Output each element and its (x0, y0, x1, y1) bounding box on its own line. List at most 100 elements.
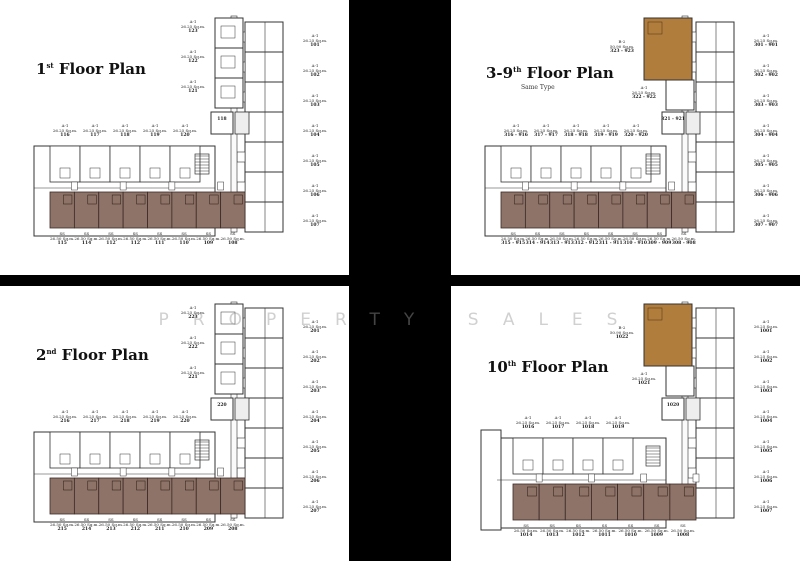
unit-area: 26.25 Sq.m. (753, 323, 779, 329)
unit-number: 1013 (545, 533, 559, 539)
unit-number: 306 - 906 (754, 193, 778, 199)
unit-area: 26.25 Sq.m. (180, 309, 206, 315)
unit-room (244, 141, 284, 173)
title-suffix: nd (46, 347, 57, 356)
unit-area: 26.50 Sq.m. (98, 521, 124, 527)
brown-unit-room (622, 191, 648, 229)
unit-type: A-1 (311, 123, 319, 128)
unit-type: A-1 (121, 123, 129, 128)
unit-type: A-1 (189, 305, 197, 310)
unit-number: 220 (180, 419, 190, 425)
unit-number: 114 (81, 241, 92, 247)
unit-number: 103 (310, 103, 320, 109)
unit-area: 26.50 Sq.m. (622, 235, 648, 241)
unit-area: 26.50 Sq.m. (549, 235, 575, 241)
unit-area: 26.50 Sq.m. (123, 235, 148, 241)
unit-area: 26.25 Sq.m. (180, 23, 206, 29)
unit-type: A-1 (311, 213, 319, 218)
unit-number: 310 - 910 (623, 241, 647, 247)
floor-plan-title: 10th Floor Plan (487, 358, 609, 376)
unit-number: 201 (310, 329, 320, 335)
unit-number: 208 (228, 527, 238, 533)
unit-type: A-1 (311, 63, 319, 68)
unit-area: 26.50 Sq.m. (647, 235, 672, 241)
unit-type: A-1 (762, 439, 770, 444)
unit-number: 115 (57, 241, 67, 247)
unit-area: 26.50 Sq.m. (592, 527, 617, 533)
unit-type: A-1 (762, 499, 770, 504)
unit-type: A-1 (311, 319, 319, 324)
unit-number: 309 - 909 (647, 241, 672, 247)
title-text: Floor Plan (53, 60, 146, 78)
unit-number: 1004 (759, 419, 773, 425)
unit-type: SS (132, 231, 139, 236)
brown-unit-room (171, 191, 197, 229)
unit-type: A-1 (762, 93, 770, 98)
unit-type: SS (583, 231, 590, 236)
unit-area: 26.50 Sq.m. (670, 527, 696, 533)
unit-number: 301 - 901 (754, 43, 778, 49)
unit-type: SS (654, 523, 660, 528)
unit-room (244, 427, 284, 459)
unit-number: 205 (310, 449, 320, 455)
unit-area: 26.25 Sq.m. (503, 127, 529, 133)
unit-area: 26.25 Sq.m. (302, 503, 328, 509)
brown-unit-room (122, 477, 148, 515)
unit-area: 26.25 Sq.m. (753, 473, 779, 479)
brown-unit-room (122, 191, 148, 229)
unit-area: 26.25 Sq.m. (302, 473, 328, 479)
unit-area: 26.25 Sq.m. (302, 323, 328, 329)
unit-type: A-1 (91, 123, 99, 128)
unit-area: 26.50 Sq.m. (513, 527, 539, 533)
brown-unit-room (73, 191, 100, 229)
unit-type: A-1 (311, 183, 319, 188)
corner-unit-label: 321 - 921 (661, 117, 685, 122)
unit-area: 26.50 Sq.m. (147, 521, 172, 527)
unit-number: 1016 (521, 425, 535, 431)
unit-type: A-1 (189, 335, 197, 340)
unit-number: 206 (310, 479, 320, 485)
unit-area: 26.25 Sq.m. (575, 419, 601, 425)
unit-type: SS (108, 231, 114, 236)
unit-number: 123 (188, 29, 198, 35)
unit-type: A-1 (311, 439, 319, 444)
unit-number: 107 (310, 223, 320, 229)
unit-area: 26.25 Sq.m. (302, 67, 328, 73)
unit-area: 26.25 Sq.m. (302, 187, 328, 193)
floor-plan-drawing (33, 15, 284, 237)
unit-type: A-1 (762, 153, 770, 158)
unit-area: 26.25 Sq.m. (302, 157, 328, 163)
unit-area: 26.25 Sq.m. (180, 53, 206, 59)
unit-area: 26.50 Sq.m. (566, 527, 591, 533)
unit-type: SS (205, 231, 212, 236)
unit-type: A-1 (311, 153, 319, 158)
unit-number: 1017 (551, 425, 565, 431)
unit-room (244, 397, 284, 429)
unit-area: 26.25 Sq.m. (753, 127, 779, 133)
brown-unit-room (171, 477, 197, 515)
unit-number: 122 (188, 59, 198, 65)
